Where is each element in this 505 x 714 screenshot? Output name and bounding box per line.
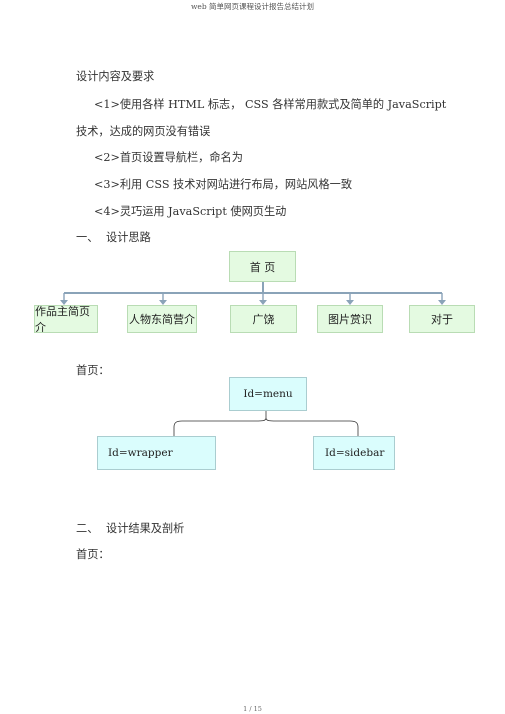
- sitemap-node-works: 作品主简页介: [34, 305, 98, 334]
- sitemap-node-guangrao: 广饶: [230, 305, 297, 333]
- section-two-title: 设计结果及剖析: [106, 522, 185, 535]
- page-number: 1 / 15: [243, 705, 262, 713]
- page-header: web 简单网页课程设计报告总结计划: [190, 2, 315, 11]
- requirement-item-4: <4>灵巧运用 JavaScript 使网页生动: [94, 205, 287, 218]
- section-one-number: 一、: [76, 231, 99, 244]
- requirement-item-1-continued: 技术，达成的网页没有错误: [76, 125, 211, 138]
- section-heading-requirements: 设计内容及要求: [76, 70, 155, 83]
- layout-node-wrapper: Id=wrapper: [97, 436, 216, 470]
- homepage-label: 首页：: [76, 364, 110, 377]
- sitemap-node-people: 人物东简营介: [127, 305, 197, 333]
- section-one-title: 设计思路: [106, 231, 151, 244]
- sitemap-root-node: 首 页: [229, 251, 296, 282]
- section-two-number: 二、: [76, 522, 99, 535]
- layout-node-menu: Id=menu: [229, 377, 307, 411]
- requirement-item-3: <3>利用 CSS 技术对网站进行布局，网站风格一致: [94, 178, 353, 191]
- sitemap-node-pictures: 图片赏识: [317, 305, 383, 333]
- requirement-item-1: <1>使用各样 HTML 标志， CSS 各样常用款式及简单的 JavaScri…: [94, 98, 447, 111]
- layout-node-sidebar: Id=sidebar: [313, 436, 395, 470]
- homepage-label-2: 首页：: [76, 548, 110, 561]
- requirement-item-2: <2>首页设置导航栏，命名为: [94, 151, 243, 164]
- sitemap-node-about: 对于: [409, 305, 475, 333]
